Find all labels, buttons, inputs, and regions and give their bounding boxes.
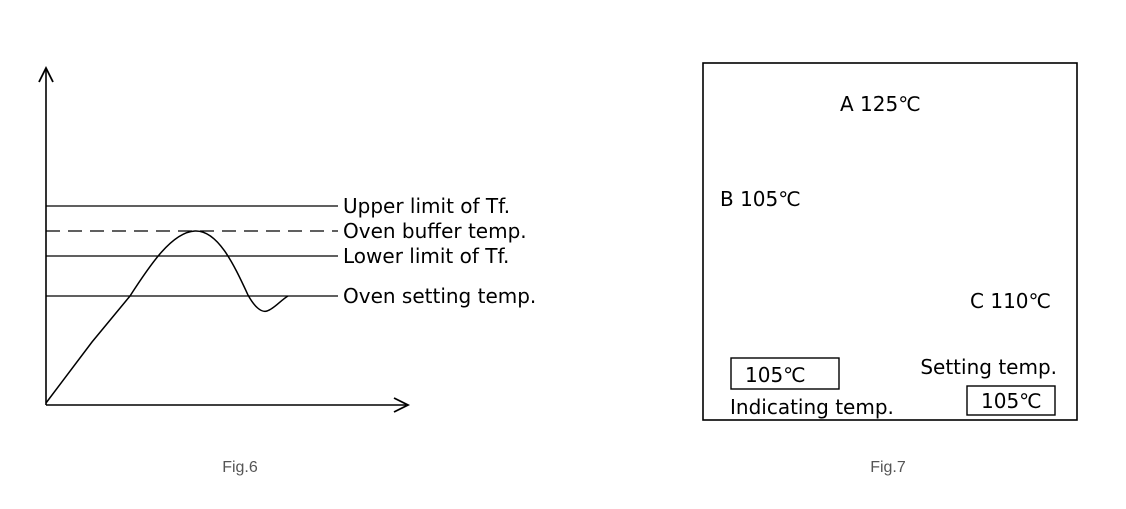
fig7-point-c-label: C 110℃ [970,289,1051,313]
fig6-temperature-curve [45,230,289,404]
fig6-diagram: Upper limit of Tf. Oven buffer temp. Low… [38,65,536,476]
fig6-y-axis-arrow [38,65,54,83]
fig7-frame [702,62,1078,421]
fig7-setting-value: 105℃ [981,389,1042,413]
fig6-setting-temp-label: Oven setting temp. [343,284,536,308]
fig7-caption: Fig.7 [870,459,906,476]
fig7-point-a-label: A 125℃ [840,92,921,116]
fig6-buffer-temp-label: Oven buffer temp. [343,219,527,243]
fig7-setting-display [966,385,1056,416]
fig7-indicating-label: Indicating temp. [730,395,894,419]
fig7-point-b-label: B 105℃ [720,187,801,211]
fig6-caption: Fig.6 [222,459,258,476]
fig6-x-axis-arrow [393,397,411,413]
fig6-lower-limit-label: Lower limit of Tf. [343,244,509,268]
fig7-indicating-value: 105℃ [745,363,806,387]
fig7-diagram: A 125℃ B 105℃ C 110℃ 105℃ Indicating tem… [702,62,1078,476]
fig7-indicating-display [730,357,840,390]
fig7-setting-label: Setting temp. [920,355,1057,379]
fig6-upper-limit-label: Upper limit of Tf. [343,194,510,218]
